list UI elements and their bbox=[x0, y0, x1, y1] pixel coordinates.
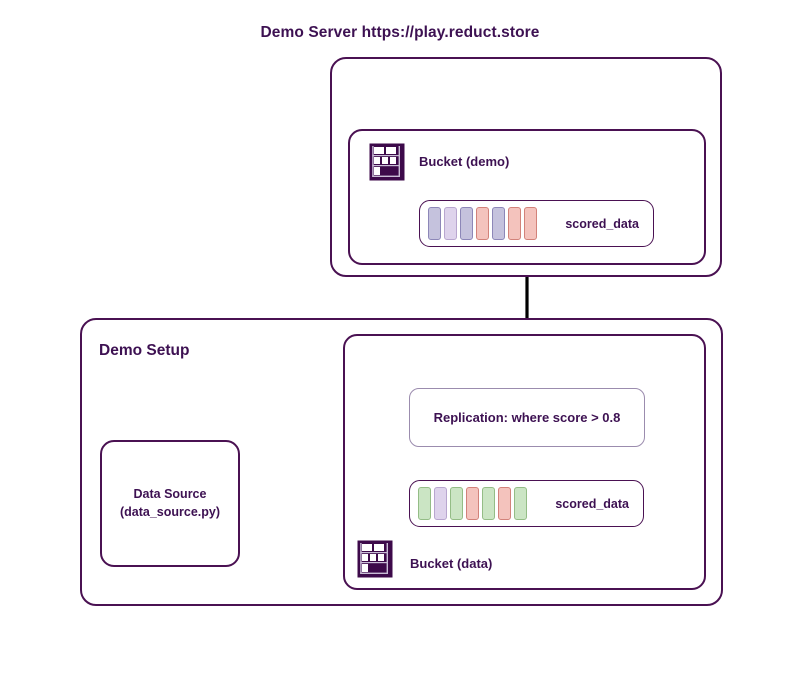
entry-bars-demo bbox=[428, 207, 537, 240]
bucket-data-container bbox=[343, 334, 706, 590]
demo-setup-title: Demo Setup bbox=[99, 342, 190, 359]
entry-bar bbox=[482, 487, 495, 520]
entry-bar bbox=[524, 207, 537, 240]
entry-bar bbox=[418, 487, 431, 520]
entry-bar bbox=[492, 207, 505, 240]
data-source-line-1: Data Source bbox=[133, 487, 207, 502]
bucket-rack-icon bbox=[357, 540, 393, 578]
scored-data-strip-data: scored_data bbox=[409, 480, 644, 527]
entry-bars-data bbox=[418, 487, 527, 520]
entry-bar bbox=[498, 487, 511, 520]
entry-bar bbox=[434, 487, 447, 520]
scored-data-strip-demo: scored_data bbox=[419, 200, 654, 247]
entry-bar bbox=[460, 207, 473, 240]
entry-bar bbox=[508, 207, 521, 240]
data-source-line-2: (data_source.py) bbox=[119, 505, 221, 519]
entry-bar bbox=[514, 487, 527, 520]
entry-bar bbox=[450, 487, 463, 520]
entry-bar bbox=[444, 207, 457, 240]
demo-server-title: Demo Server https://play.reduct.store bbox=[260, 24, 540, 41]
bucket-rack-icon bbox=[369, 143, 405, 181]
entry-bar bbox=[476, 207, 489, 240]
scored-data-label-demo: scored_data bbox=[565, 216, 639, 231]
entry-bar bbox=[466, 487, 479, 520]
entry-bar bbox=[428, 207, 441, 240]
scored-data-label-data: scored_data bbox=[555, 496, 629, 511]
replication-node[interactable]: Replication: where score > 0.8 bbox=[409, 388, 645, 447]
replication-label: Replication: where score > 0.8 bbox=[433, 410, 621, 425]
data-source-node[interactable]: Data Source (data_source.py) bbox=[100, 440, 240, 567]
bucket-data-label: Bucket (data) bbox=[410, 556, 493, 571]
bucket-demo-label: Bucket (demo) bbox=[419, 154, 510, 169]
